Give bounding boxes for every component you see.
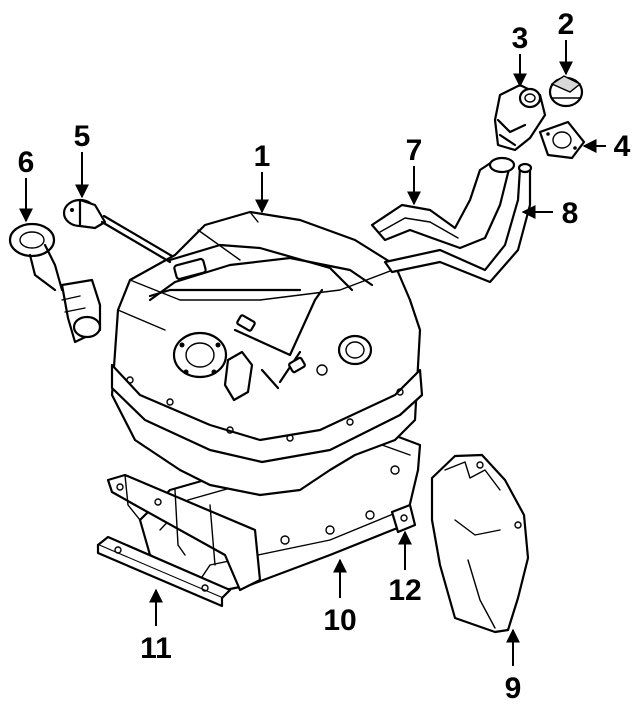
callout-2: 2 — [558, 8, 575, 41]
leader-lines — [19, 40, 606, 666]
part-5-sending-unit — [62, 198, 174, 264]
part-4-gasket — [538, 120, 586, 160]
part-8-breather-hose — [383, 162, 533, 284]
part-7-filler-hose — [370, 156, 516, 250]
callout-1: 1 — [254, 140, 271, 173]
callout-7: 7 — [406, 134, 423, 167]
part-11-strap — [96, 473, 262, 608]
part-12-bracket — [390, 503, 417, 534]
part-1-fuel-tank — [110, 210, 424, 497]
callout-5: 5 — [74, 120, 91, 153]
callout-8: 8 — [562, 197, 579, 230]
callout-6: 6 — [18, 146, 35, 179]
part-9-heat-shield — [430, 453, 530, 634]
callout-3: 3 — [512, 22, 529, 55]
callout-4: 4 — [614, 130, 631, 163]
callout-10: 10 — [323, 604, 356, 637]
part-2-fuel-cap — [548, 75, 584, 108]
part-3-filler-neck — [493, 83, 547, 152]
callout-12: 12 — [388, 574, 421, 607]
callout-9: 9 — [505, 672, 522, 705]
part-6-fuel-pump — [8, 222, 102, 344]
callout-numbers: 1 2 3 4 5 6 7 8 9 10 11 12 — [18, 8, 631, 705]
callout-11: 11 — [140, 632, 172, 665]
